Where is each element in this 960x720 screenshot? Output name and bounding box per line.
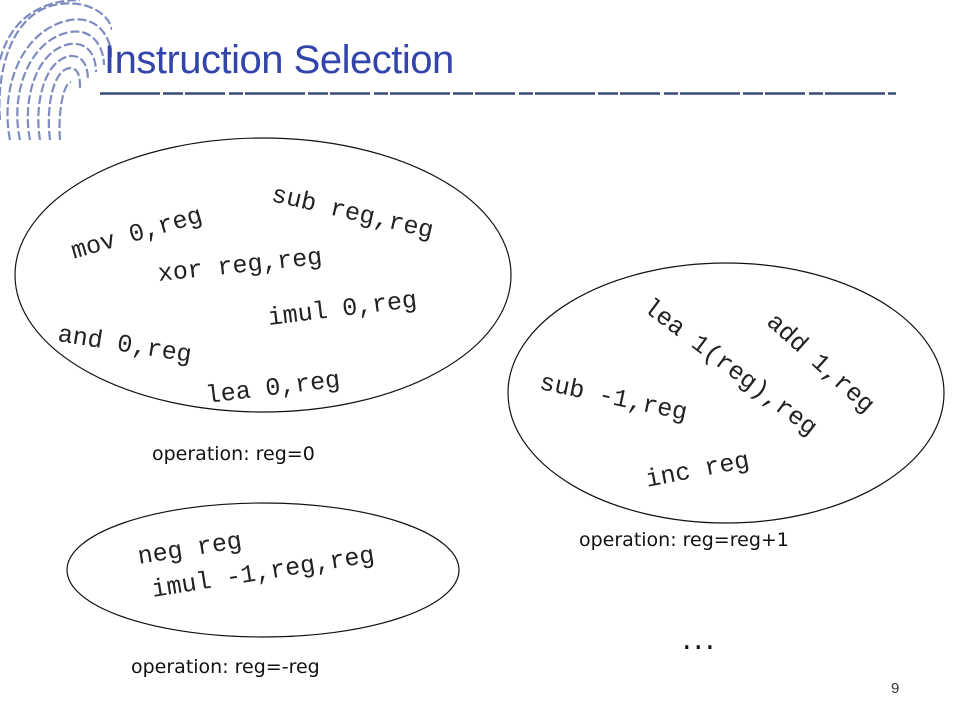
slide-title: Instruction Selection — [104, 38, 454, 82]
title-underline — [100, 92, 896, 95]
caption-reg-neg: operation: reg=-reg — [131, 656, 320, 678]
fingerprint-icon — [0, 0, 112, 141]
caption-reg-zero: operation: reg=0 — [152, 443, 315, 465]
caption-reg-plus-one: operation: reg=reg+1 — [579, 529, 789, 551]
more-ellipsis: ... — [682, 622, 717, 657]
group-ellipse-reg-neg — [66, 502, 460, 638]
group-ellipse-reg-plus-one — [507, 262, 945, 524]
group-ellipse-reg-zero — [14, 137, 512, 413]
page-number: 9 — [891, 680, 900, 697]
